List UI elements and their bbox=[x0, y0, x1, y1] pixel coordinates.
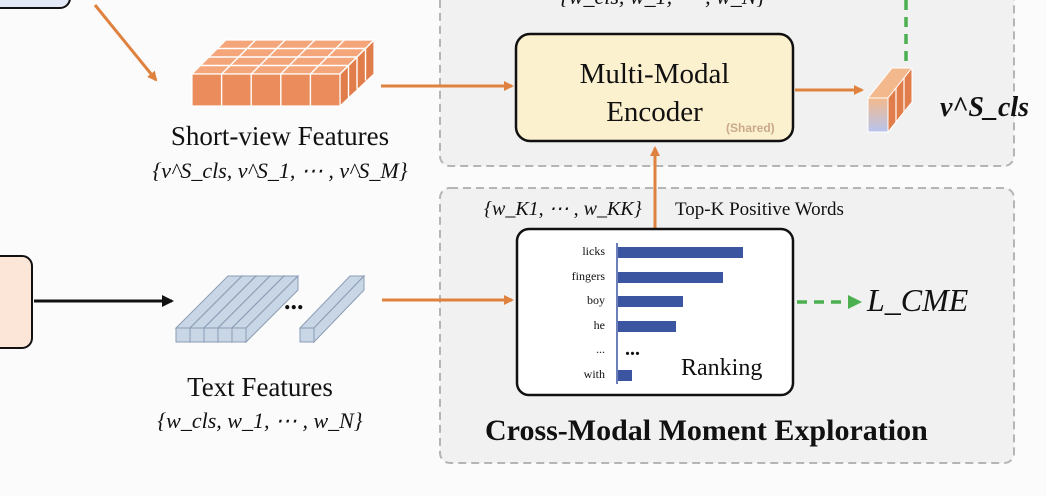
ranking-word: he bbox=[593, 317, 605, 332]
text-feature-ellipsis: ... bbox=[284, 286, 304, 315]
ranking-bar bbox=[618, 369, 632, 381]
text-feature-last-token bbox=[298, 274, 366, 344]
short-view-math: {v^S_cls, v^S_1, ⋯ , v^S_M} bbox=[152, 158, 408, 183]
ranking-word: with bbox=[583, 366, 605, 381]
text-feature-block bbox=[174, 274, 300, 344]
ranking-chart: licks fingers boy he... with bbox=[545, 244, 785, 384]
encoder-title-line2: Encoder bbox=[606, 96, 703, 128]
encoder-title-line1: Multi-Modal bbox=[579, 58, 730, 90]
cls-output-label: v^S_cls bbox=[940, 92, 1030, 123]
ranking-word: licks bbox=[582, 244, 605, 258]
ranking-row: licks bbox=[545, 244, 785, 260]
topk-math: {w_K1, ⋯ , w_KK} bbox=[484, 198, 642, 220]
video-to-features-arrow bbox=[93, 4, 158, 82]
ranking-row: he bbox=[545, 318, 785, 334]
shared-badge: (Shared) bbox=[726, 121, 775, 135]
section-title: Cross-Modal Moment Exploration bbox=[485, 414, 928, 447]
short-view-title: Short-view Features bbox=[170, 121, 390, 151]
encoder-top-math: {w_cls, w_1, ⋯ , w_N} bbox=[560, 0, 765, 10]
ranking-word: boy bbox=[587, 293, 605, 307]
ranking-row: fingers bbox=[545, 269, 785, 285]
short-view-feature-block bbox=[190, 38, 376, 108]
ranking-bar bbox=[618, 296, 683, 307]
ranking-word: fingers bbox=[571, 268, 605, 283]
topk-label: Top-K Positive Words bbox=[675, 199, 844, 220]
ranking-word: ... bbox=[596, 342, 605, 356]
ranking-bar bbox=[618, 247, 743, 258]
ranking-gap: ... bbox=[625, 338, 640, 360]
ranking-label: Ranking bbox=[681, 355, 763, 381]
ranking-row: ... bbox=[545, 342, 785, 358]
loss-label: L_CME bbox=[867, 282, 969, 318]
text-features-title: Text Features bbox=[187, 372, 333, 402]
ranking-box bbox=[515, 227, 795, 397]
ranking-row: with bbox=[545, 367, 785, 383]
encoder-box bbox=[514, 32, 795, 143]
text-features-math: {w_cls, w_1, ⋯ , w_N} bbox=[157, 408, 363, 433]
ranking-row: boy bbox=[545, 293, 785, 309]
ranking-bar bbox=[618, 320, 676, 332]
video-input-box bbox=[0, 0, 71, 9]
cls-token-column bbox=[866, 66, 914, 134]
ranking-bar bbox=[618, 271, 723, 283]
text-input-box bbox=[0, 255, 33, 349]
